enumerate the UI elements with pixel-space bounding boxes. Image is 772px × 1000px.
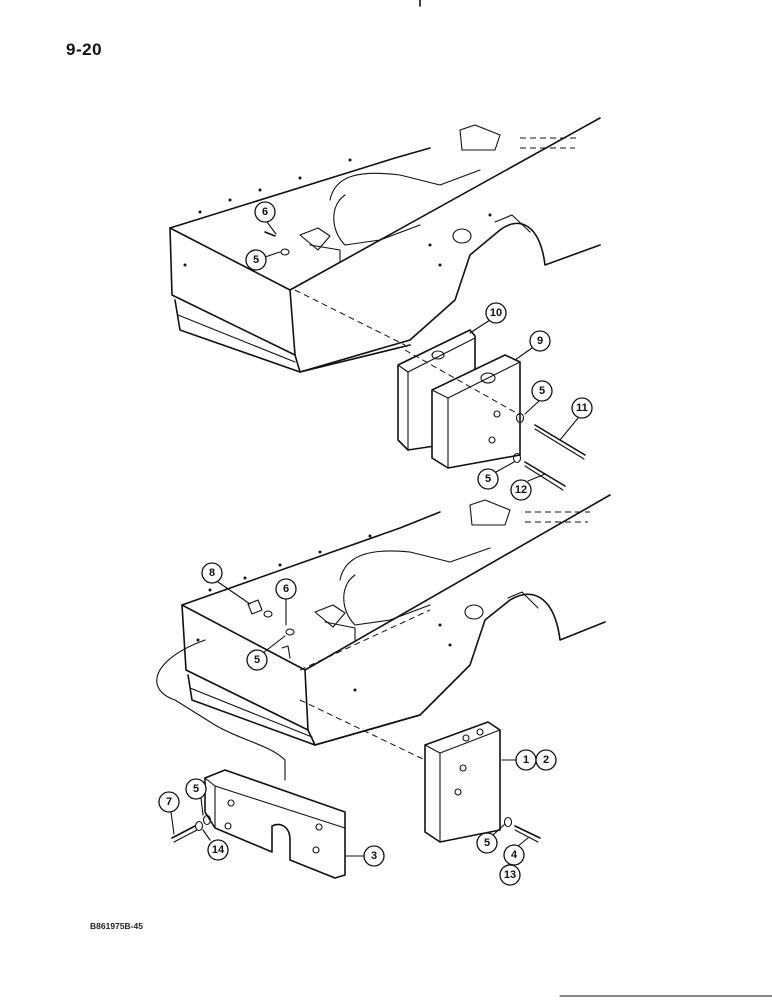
- callout-4-13: 4 13: [499, 837, 529, 886]
- callout-6-top: 6: [254, 201, 277, 235]
- svg-text:9: 9: [537, 335, 543, 347]
- callout-6-bottom: 6: [275, 578, 297, 626]
- svg-text:5: 5: [193, 783, 199, 795]
- svg-text:2: 2: [543, 754, 549, 766]
- svg-text:5: 5: [254, 654, 260, 666]
- callout-1-2: 1 2: [501, 749, 557, 771]
- frame-bottom: [181, 494, 611, 746]
- bolts-top: [264, 231, 586, 491]
- callout-7: 7: [158, 791, 180, 835]
- svg-text:5: 5: [484, 837, 490, 849]
- weight-1-2: [299, 699, 501, 843]
- page-number: 9-20: [66, 40, 103, 59]
- callout-12: 12: [510, 473, 546, 501]
- callout-5-b: 5: [524, 380, 553, 415]
- svg-text:12: 12: [515, 484, 527, 496]
- svg-text:13: 13: [504, 869, 516, 881]
- callout-5-bottom: 5: [246, 635, 286, 671]
- svg-text:5: 5: [253, 254, 259, 266]
- callout-11: 11: [559, 397, 593, 441]
- svg-text:7: 7: [166, 796, 172, 808]
- callout-5-c: 5: [477, 461, 515, 490]
- svg-text:4: 4: [511, 849, 518, 861]
- svg-text:5: 5: [539, 385, 545, 397]
- svg-text:3: 3: [371, 850, 377, 862]
- svg-text:10: 10: [490, 307, 502, 319]
- callout-14: 14: [202, 829, 229, 861]
- frame-top: [169, 117, 601, 373]
- svg-text:1: 1: [523, 754, 529, 766]
- callout-10: 10: [469, 302, 507, 334]
- weight-9: [431, 354, 521, 469]
- svg-text:5: 5: [485, 473, 491, 485]
- group-outline: [156, 639, 286, 781]
- callout-8: 8: [201, 562, 251, 605]
- svg-text:14: 14: [212, 844, 225, 856]
- callout-5-e: 5: [476, 823, 506, 854]
- callout-5-d: 5: [185, 778, 207, 816]
- svg-text:8: 8: [209, 567, 215, 579]
- svg-text:6: 6: [262, 206, 268, 218]
- svg-text:11: 11: [576, 402, 588, 414]
- drawing-code: B861975B-45: [90, 921, 143, 931]
- bolts-bottom: [171, 814, 541, 843]
- callout-3: 3: [345, 845, 385, 867]
- svg-text:6: 6: [283, 583, 289, 595]
- callout-9: 9: [514, 330, 551, 361]
- plate-3: [204, 769, 346, 879]
- callout-5-top: 5: [245, 249, 281, 271]
